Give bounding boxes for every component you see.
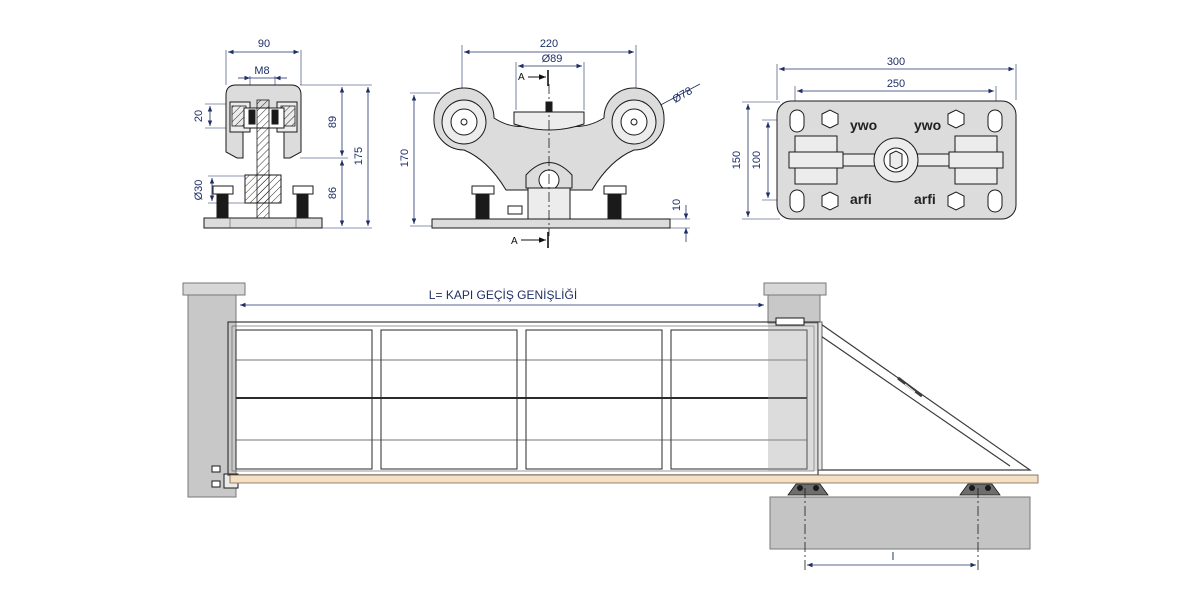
side-view: 220 Ø89 Ø78 170 10 A A [399,38,701,248]
guide-rail [229,474,1039,484]
top-logo-3: arfi [850,191,872,207]
gate-opening-label: L= KAPI GEÇİŞ GENİŞLİĞİ [429,287,577,302]
front-shaft-dim: Ø30 [193,180,205,201]
gate-bottom-dim: l [892,551,894,563]
side-base-plate [431,218,671,229]
side-wheel-dim: Ø89 [542,53,563,65]
top-view: 300 250 150 100 [731,56,1017,220]
front-height-total-dim: 175 [353,147,365,165]
side-width-dim: 220 [540,38,558,50]
front-base-plate [203,217,323,229]
mesh-panel-1 [235,329,373,470]
side-plate-dim: 10 [671,199,683,211]
right-pillar-cap [763,282,827,296]
left-pillar-cap [182,282,246,296]
mesh-panel-4 [670,329,808,470]
front-height-mid-dim: 89 [327,116,339,128]
top-logo-2: ywo [914,117,941,133]
carriage-right [959,483,1001,496]
top-logo-4: arfi [914,191,936,207]
side-height-dim: 170 [399,149,411,167]
front-view: 90 M8 20 Ø30 89 86 175 [193,38,372,229]
mesh-panel-2 [380,329,518,470]
gate-elevation: L= KAPI GEÇİŞ GENİŞLİĞİ [182,282,1039,572]
top-logo-1: ywo [850,117,877,133]
carriage-left [787,483,829,496]
front-thread-dim: M8 [254,65,269,77]
top-width-outer-dim: 300 [887,56,905,68]
front-width-dim: 90 [258,38,270,50]
top-height-inner-dim: 100 [751,151,763,169]
front-height-small-dim: 20 [193,110,205,122]
shaft-bushing [244,174,282,204]
side-wheel-dim-2: Ø78 [670,85,694,106]
section-a-top: A [518,72,525,83]
section-a-bottom: A [511,236,518,247]
front-height-lower-dim: 86 [327,187,339,199]
top-height-outer-dim: 150 [731,151,743,169]
mesh-panel-3 [525,329,663,470]
center-shaft [256,99,270,225]
top-width-inner-dim: 250 [887,78,905,90]
foundation-block [769,496,1031,550]
